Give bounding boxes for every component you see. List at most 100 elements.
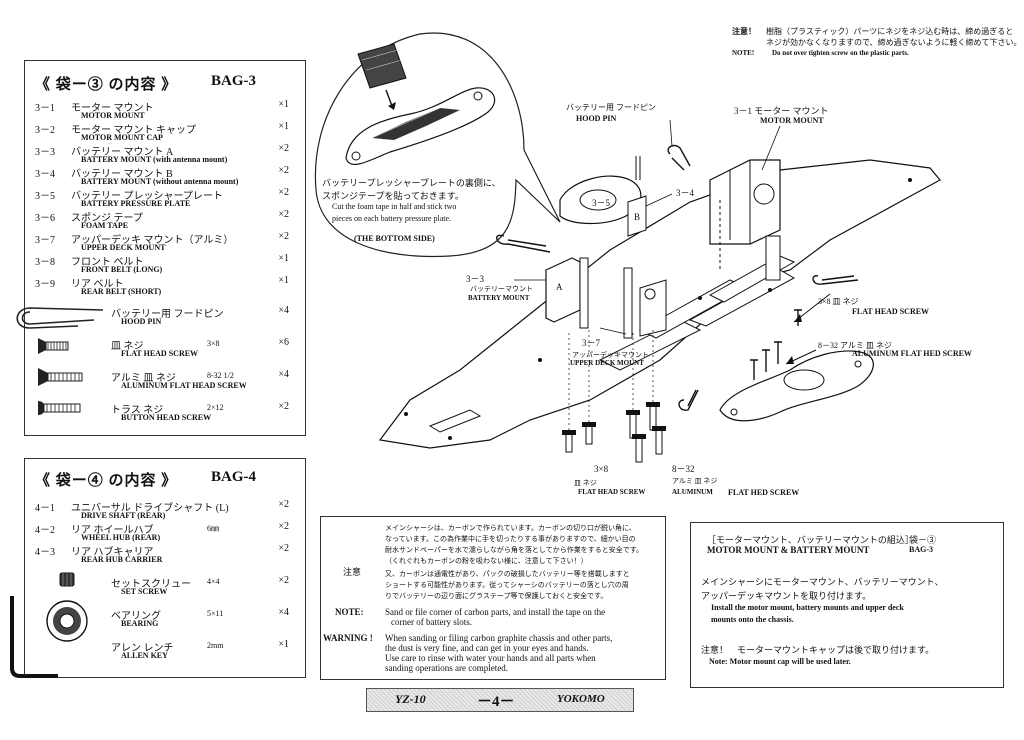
- assembly-note-en: Note: Motor mount cap will be used later…: [709, 657, 851, 666]
- item-qty: ×4: [278, 305, 289, 316]
- item-size: 5×11: [207, 609, 224, 618]
- allen-key-icon: [10, 596, 58, 678]
- item-name-jp: アレン レンチ: [111, 643, 174, 654]
- warning-label: WARNING !: [323, 633, 373, 643]
- warning-text-4: sanding operations are completed.: [385, 663, 508, 673]
- item-qty: ×2: [278, 401, 289, 412]
- item-number: 4－3: [35, 547, 55, 558]
- assembly-instr-jp-2: アッパーデッキマウントを取り付けます。: [701, 591, 872, 601]
- footer-page-number: －4－: [477, 694, 515, 710]
- item-size: 4×4: [207, 577, 220, 586]
- assembly-instruction-box: ［モーターマウント、バッテリーマウントの組込］ 袋－③ MOTOR MOUNT …: [690, 522, 1004, 688]
- item-name-en: DRIVE SHAFT (REAR): [81, 511, 166, 520]
- item-name-en: WHEEL HUB (REAR): [81, 533, 161, 542]
- caution-jp-3: 耐水サンドペーパーを水で濡らしながら角を落としてから作業をすると安全です。: [385, 546, 644, 554]
- item-qty: ×4: [278, 607, 289, 618]
- item-name-jp: バッテリー マウント B: [71, 169, 173, 180]
- bag3-code: BAG-3: [211, 73, 256, 89]
- assembly-title-jp: ［モーターマウント、バッテリーマウントの組込］: [707, 535, 914, 545]
- item-name-en: BATTERY PRESSURE PLATE: [81, 199, 191, 208]
- assembly-instr-en-2: mounts onto the chassis.: [711, 615, 794, 624]
- item-name-en: FOAM TAPE: [81, 221, 129, 230]
- item-name-en: REAR BELT (SHORT): [81, 287, 162, 296]
- item-name-en: MOTOR MOUNT: [81, 111, 145, 120]
- top-note-text-en: Do not over tighten screw on the plastic…: [772, 49, 909, 57]
- item-name-jp: バッテリー プレッシャープレート: [71, 191, 223, 202]
- item-name-jp: ユニバーサル ドライブシャフト (L): [71, 503, 229, 514]
- bag4-contents-box: 《 袋ー④ の内容 》 BAG-4 4－1 ユニバーサル ドライブシャフト (L…: [24, 458, 306, 678]
- hood-pin-upper-icon: [667, 144, 691, 171]
- item-number: 3－3: [35, 147, 55, 158]
- item-name-jp: リア ホイールハブ: [71, 525, 154, 536]
- button-head-screw-icon: [38, 401, 81, 415]
- item-qty: ×2: [278, 209, 289, 220]
- item-name-en: UPPER DECK MOUNT: [81, 243, 166, 252]
- item-number: 3－9: [35, 279, 55, 290]
- callout-motor-mount-en: MOTOR MOUNT: [760, 116, 824, 125]
- item-name-en: BUTTON HEAD SCREW: [121, 413, 212, 422]
- item-qty: ×1: [278, 275, 289, 286]
- item-name-en: MOTOR MOUNT CAP: [81, 133, 163, 142]
- motor-mount-drawing: [709, 159, 781, 281]
- bubble-text-en-2: pieces on each battery pressure plate.: [332, 214, 452, 223]
- warning-text-3: Use care to rinse with water your hands …: [385, 653, 596, 663]
- item-name-jp: アルミ 皿 ネジ: [111, 373, 176, 384]
- note-text-2: corner of battery slots.: [391, 617, 472, 627]
- hood-pin-right-icon: [812, 275, 859, 285]
- callout-hood-pin-jp: バッテリー用 フードピン: [566, 103, 656, 112]
- bubble-text-en-1: Cut the foam tape in half and stick two: [332, 202, 457, 211]
- item-qty: ×2: [278, 143, 289, 154]
- assembly-instr-en-1: Install the motor mount, battery mounts …: [711, 603, 904, 612]
- assembly-note-jp: 注意！ モーターマウントキャップは後で取り付けます。: [701, 645, 935, 655]
- callout-3-3-jp: バッテリーマウント: [470, 285, 533, 293]
- item-number: 4－2: [35, 525, 55, 536]
- item-number: 3－1: [35, 103, 55, 114]
- set-screw-icon: [59, 572, 75, 587]
- item-size: 6㎜: [207, 524, 219, 533]
- label-b: B: [634, 212, 641, 222]
- item-name-jp: モーター マウント キャップ: [71, 125, 196, 136]
- item-qty: ×1: [278, 121, 289, 132]
- item-name-en: BATTERY MOUNT (with antenna mount): [81, 155, 228, 164]
- footer-model: YZ-10: [395, 692, 426, 706]
- callout-motor-mount-jp: 3－1 モーター マウント: [734, 106, 829, 116]
- callout-3-3-en: BATTERY MOUNT: [468, 294, 530, 302]
- item-name-en: ALUMINUM FLAT HEAD SCREW: [121, 381, 247, 390]
- item-number: 3－6: [35, 213, 55, 224]
- item-size: 2mm: [207, 641, 224, 650]
- bearing-icon: [46, 600, 88, 642]
- caution2-jp-3: りでバッテリーの辺り面にグラステープ等で保護しておくと安全です。: [385, 592, 608, 600]
- item-number: 3－4: [35, 169, 55, 180]
- item-number: 3－2: [35, 125, 55, 136]
- item-qty: ×2: [278, 499, 289, 510]
- page-footer-band: YZ-10 －4－ YOKOMO: [366, 688, 634, 712]
- item-name-en: SET SCREW: [121, 587, 168, 596]
- item-name-en: ALLEN KEY: [121, 651, 168, 660]
- pressure-plate-right-drawing: [719, 350, 874, 422]
- pressure-plate-bottom-drawing: [345, 43, 496, 165]
- item-qty: ×2: [278, 575, 289, 586]
- caution-jp-4: （くれぐれもカーボンの粉を吸わない様に、注意して下さい！）: [385, 557, 588, 565]
- bag4-title: 《 袋ー④ の内容 》: [35, 473, 178, 489]
- item-number: 3－8: [35, 257, 55, 268]
- footer-brand: YOKOMO: [557, 693, 605, 705]
- assembly-bag-jp: 袋－③: [909, 535, 937, 545]
- assembly-instr-jp-1: メインシャーシにモーターマウント、バッテリーマウント、: [701, 577, 944, 587]
- bag4-code: BAG-4: [211, 469, 256, 485]
- callout-aluminum-bottom-size: 8－32: [672, 464, 695, 474]
- item-size: 2×12: [207, 403, 224, 412]
- item-qty: ×4: [278, 369, 289, 380]
- battery-mount-b-drawing: [559, 156, 647, 237]
- top-note-text-jp-1: 樹脂（プラスティック）パーツにネジをネジ込む時は、締め過ぎると: [766, 27, 1014, 36]
- callout-aluminum-right-size: 8－32 アルミ 皿 ネジ: [818, 341, 892, 350]
- item-name-jp: アッパーデッキ マウント（アルミ）: [71, 235, 234, 246]
- item-size: 3×8: [207, 339, 220, 348]
- callout-aluminum-bottom-en-2: FLAT HED SCREW: [728, 488, 800, 497]
- top-note-text-jp-2: ネジが効かなくなりますので、締め過ぎないように軽く締めて下さい。: [766, 38, 1022, 47]
- hood-pin-left-icon: [496, 234, 551, 253]
- hood-pin-icon: [16, 307, 104, 329]
- item-name-jp: セットスクリュー: [111, 579, 191, 590]
- bubble-text-jp-2: スポンジテープを貼っておきます。: [322, 191, 464, 201]
- callout-3-4: 3－4: [676, 188, 695, 198]
- callout-3-7-en: UPPER DECK MOUNT: [570, 359, 644, 367]
